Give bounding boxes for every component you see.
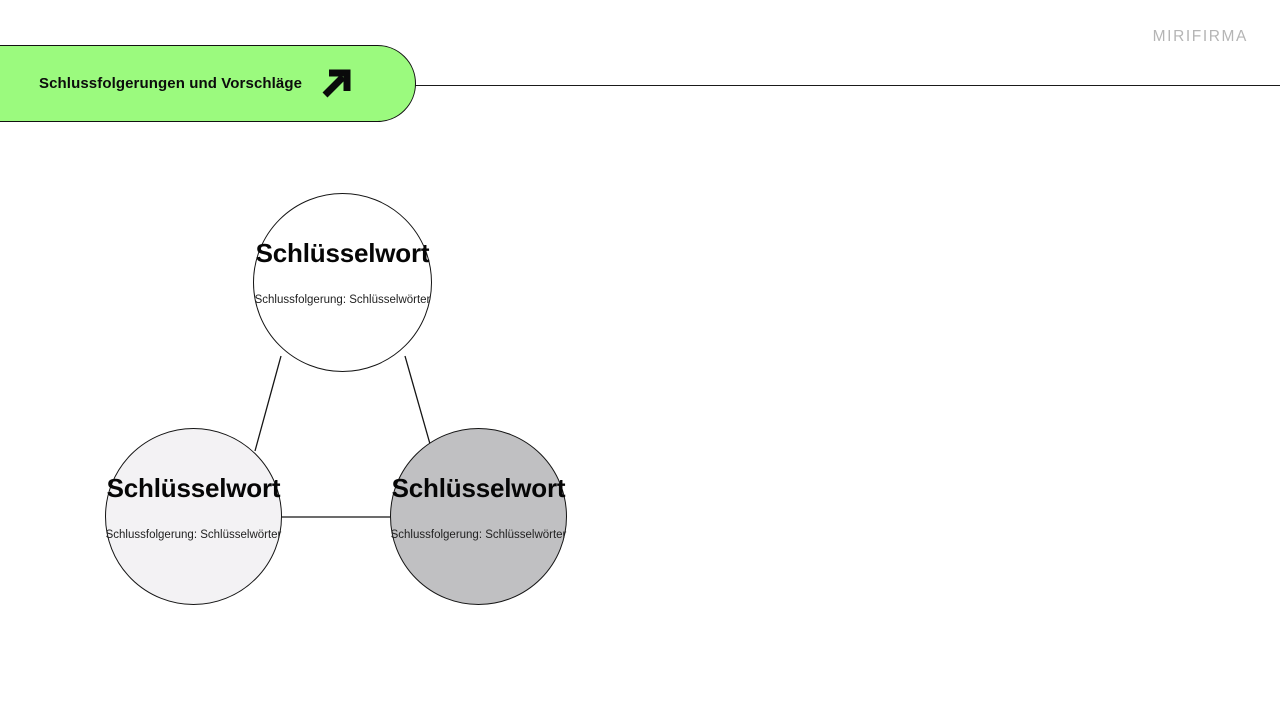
diagram-node-left[interactable]: Schlüsselwort Schlussfolgerung: Schlüsse… bbox=[105, 428, 282, 605]
diagram-node-right-subtitle: Schlussfolgerung: Schlüsselwörter bbox=[390, 529, 567, 541]
section-banner[interactable]: Schlussfolgerungen und Vorschläge bbox=[0, 45, 416, 122]
brand-watermark: MIRIFIRMA bbox=[1152, 28, 1248, 45]
diagram-connector-lines bbox=[254, 355, 433, 518]
diagram-node-top[interactable]: Schlüsselwort Schlussfolgerung: Schlüsse… bbox=[253, 193, 432, 372]
header-divider-rule bbox=[410, 85, 1280, 86]
diagram-node-top-subtitle: Schlussfolgerung: Schlüsselwörter bbox=[254, 294, 431, 306]
connector-top-right bbox=[404, 355, 433, 452]
connector-top-left bbox=[254, 355, 282, 452]
diagram-node-left-title: Schlüsselwort bbox=[106, 473, 281, 503]
diagram-node-right-title: Schlüsselwort bbox=[391, 473, 566, 503]
diagram-node-left-subtitle: Schlussfolgerung: Schlüsselwörter bbox=[105, 529, 282, 541]
diagram-node-right[interactable]: Schlüsselwort Schlussfolgerung: Schlüsse… bbox=[390, 428, 567, 605]
section-banner-label: Schlussfolgerungen und Vorschläge bbox=[39, 75, 303, 92]
arrow-up-right-icon bbox=[312, 60, 360, 108]
keyword-triangle-diagram: Schlüsselwort Schlussfolgerung: Schlüsse… bbox=[0, 140, 700, 640]
diagram-node-top-title: Schlüsselwort bbox=[255, 238, 430, 268]
